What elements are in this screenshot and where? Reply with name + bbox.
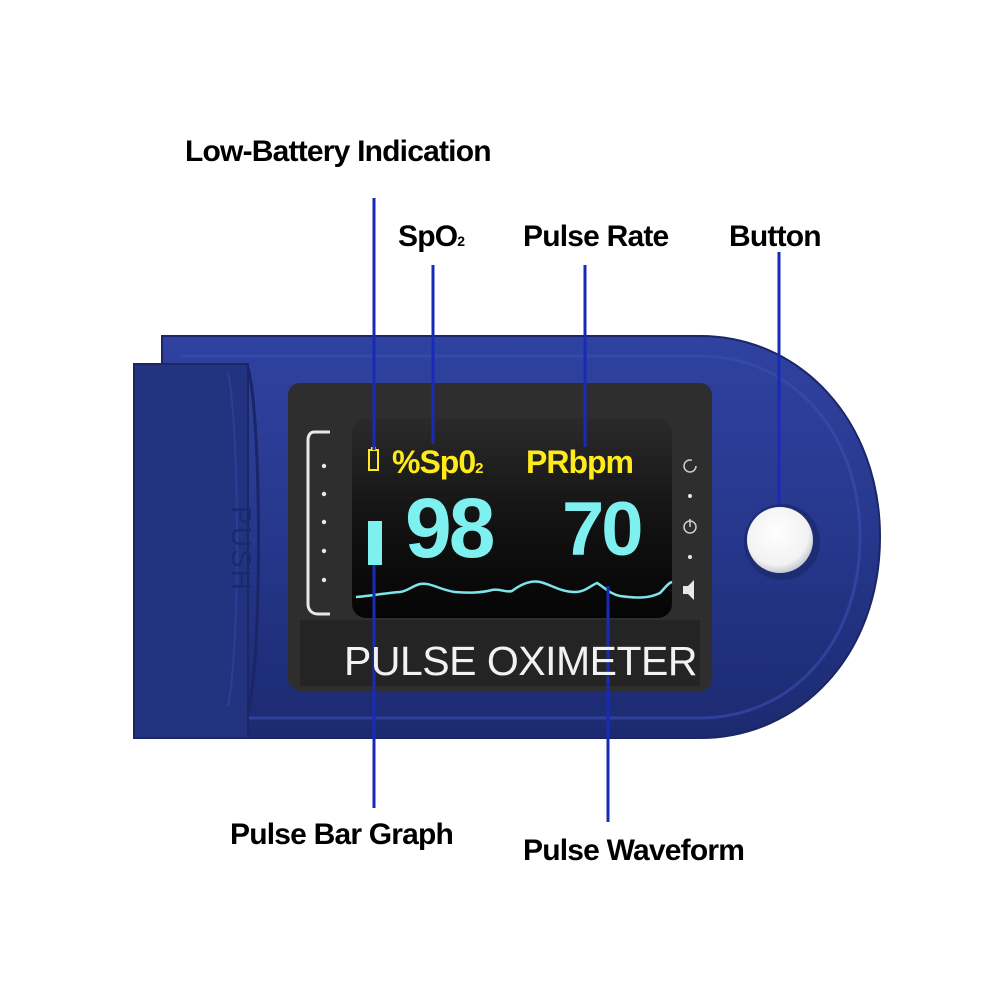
spo2-screen-label: %Sp02: [392, 444, 484, 480]
pulse-rate-screen-label: PRbpm: [526, 444, 634, 480]
bezel-dot: [688, 555, 692, 559]
bezel-lower-panel: [300, 620, 700, 686]
bezel-dot: [321, 463, 327, 469]
power-button-cap: [747, 507, 813, 573]
callout-button: Button: [729, 220, 822, 253]
bezel-bracket: [306, 430, 330, 616]
brand-label: PULSE OXIMETER: [344, 638, 697, 684]
spo2-value: 98: [405, 481, 495, 575]
callout-low-battery: Low-Battery Indication: [185, 135, 492, 168]
callout-pulse-waveform: Pulse Waveform: [523, 834, 745, 867]
bezel-dot: [688, 494, 692, 498]
callout-spo2-main: SpO: [398, 220, 458, 253]
spo2-screen-label-sub: 2: [475, 460, 483, 477]
push-latch-ridge: [246, 367, 260, 713]
pulse-waveform: [355, 580, 673, 599]
pulse-rate-value: 70: [562, 487, 644, 572]
speaker-icon: [683, 580, 694, 600]
callout-spo2-sub: 2: [457, 233, 465, 249]
callout-pulse-rate: Pulse Rate: [523, 220, 669, 253]
display-area: [352, 418, 672, 618]
refresh-icon: [683, 459, 697, 473]
power-icon: [683, 519, 697, 534]
push-latch: [133, 363, 249, 739]
callout-spo2: SpO2: [398, 220, 465, 253]
bezel-dot: [321, 519, 327, 525]
callout-pulse-bar-graph: Pulse Bar Graph: [230, 818, 454, 851]
push-latch-ridge-2: [227, 371, 238, 707]
push-label: PUSH: [226, 506, 257, 592]
bezel-dot: [321, 577, 327, 583]
bezel-dot: [321, 491, 327, 497]
spo2-screen-label-main: %Sp0: [392, 444, 476, 480]
bezel-dot: [321, 548, 327, 554]
device-case-rim: [180, 354, 862, 720]
pulse-bar-graph: [368, 521, 382, 565]
